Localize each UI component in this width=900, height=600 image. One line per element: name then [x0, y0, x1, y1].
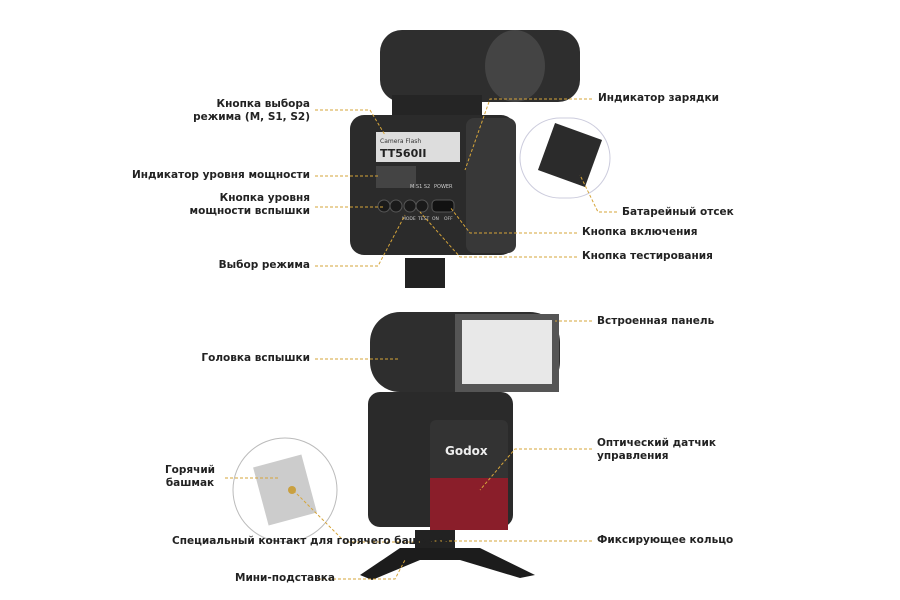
flash-top-view: Camera Flash TT560II M S1 S2 POWER MODE …: [350, 30, 611, 288]
power-plus-button: [389, 199, 403, 213]
optical-sensor: [430, 478, 508, 530]
label-line: режима (M, S1, S2): [193, 111, 310, 123]
off-text: OFF: [444, 216, 453, 222]
mode-button-text: MODE: [402, 216, 416, 222]
brand-logo: Godox: [445, 444, 488, 458]
label-battery-compartment: Батарейный отсек: [622, 206, 734, 218]
mini-stand: [360, 548, 535, 580]
on-text: ON: [432, 216, 439, 222]
battery-closeup-frame: [519, 117, 611, 199]
label-mode-select: Выбор режима: [218, 259, 310, 271]
model-text: TT560II: [380, 147, 426, 160]
label-line: Кнопка выбора: [216, 98, 310, 110]
label-line: Кнопка уровня: [219, 192, 310, 204]
leader-lines: [225, 98, 617, 580]
power-minus-button: [377, 199, 391, 213]
label-test-button: Кнопка тестирования: [582, 250, 713, 262]
test-button-text: TEST: [417, 216, 429, 222]
power-switch: [431, 199, 455, 213]
flash-front-view: Godox: [232, 312, 560, 580]
hot-shoe: [253, 454, 317, 526]
hot-shoe-contact: [288, 486, 296, 494]
test-button: [415, 199, 429, 213]
power-marking-text: POWER: [434, 184, 453, 190]
battery-compartment: [537, 122, 603, 188]
label-built-in-panel: Встроенная панель: [597, 315, 715, 327]
label-mini-stand: Мини-подставка: [235, 572, 335, 584]
mode-button: [403, 199, 417, 213]
locking-ring: [415, 530, 455, 550]
label-line: управления: [597, 450, 669, 462]
label-locking-ring: Фиксирующее кольцо: [597, 534, 734, 546]
camera-flash-text: Camera Flash: [380, 138, 421, 145]
label-flash-head: Головка вспышки: [201, 352, 310, 364]
power-level-indicator: [376, 166, 416, 188]
label-hot-shoe-contact: Специальный контакт для горячего башмака: [172, 535, 450, 547]
label-power-button: Кнопка включения: [582, 226, 698, 238]
label-power-level-indicator: Индикатор уровня мощности: [132, 169, 310, 181]
label-line: мощности вспышки: [189, 205, 310, 217]
label-line: Горячий: [164, 464, 216, 476]
label-charge-indicator: Индикатор зарядки: [598, 92, 719, 104]
label-line: Оптический датчик: [597, 437, 717, 449]
built-in-panel: [462, 320, 552, 384]
mode-marking-text: M S1 S2: [410, 184, 430, 190]
label-line: башмак: [165, 477, 215, 489]
